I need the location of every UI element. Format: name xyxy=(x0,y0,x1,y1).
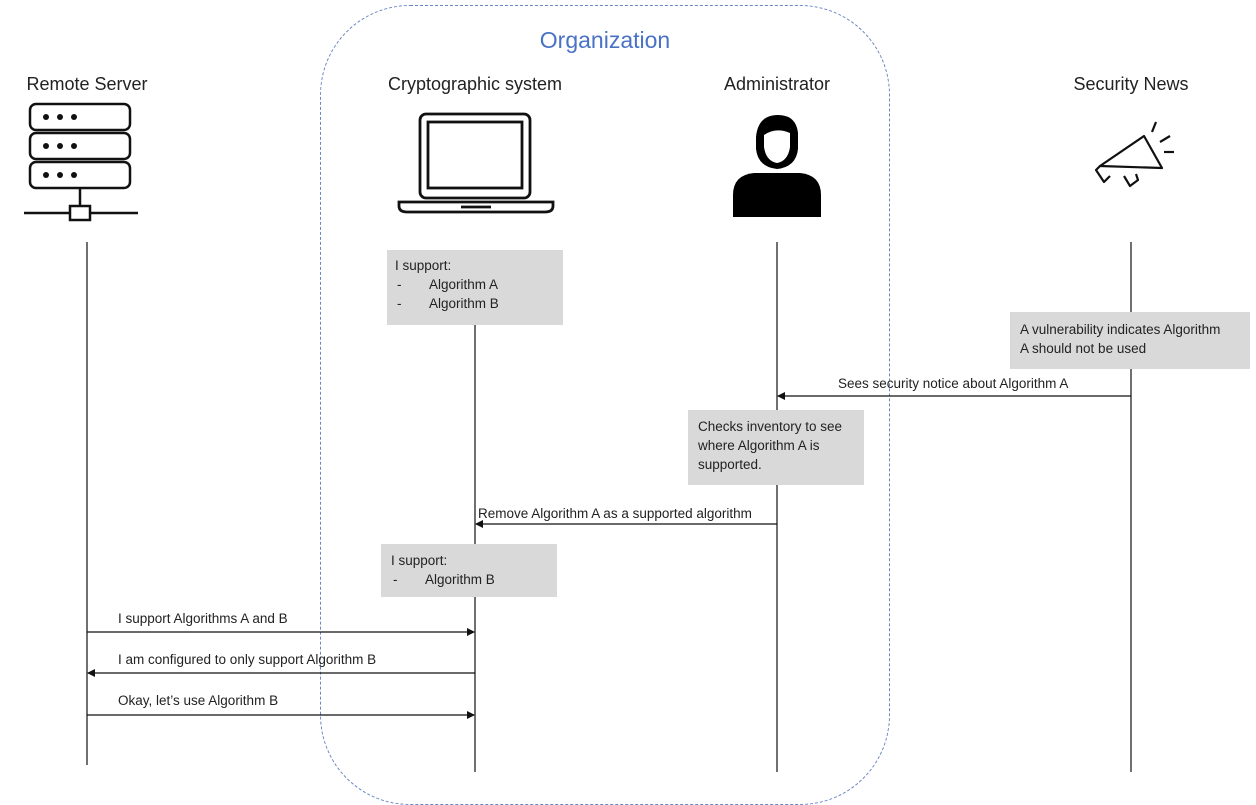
note-line: where Algorithm A is xyxy=(698,438,820,453)
note-line: A vulnerability indicates Algorithm xyxy=(1020,322,1221,337)
organization-label: Organization xyxy=(539,27,671,53)
megaphone-icon xyxy=(1094,121,1174,188)
server-icon xyxy=(24,102,138,222)
note-line: A should not be used xyxy=(1020,341,1147,356)
note-heading: I support: xyxy=(391,553,448,568)
list-item-algorithm-a: Algorithm A xyxy=(429,277,499,292)
list-item-algorithm-b: Algorithm B xyxy=(425,572,495,587)
note-heading: I support: xyxy=(395,258,452,273)
actor-crypto-system-label: Cryptographic system xyxy=(387,74,563,94)
actor-remote-server-label: Remote Server xyxy=(26,74,148,94)
message-use-b: Okay, let’s use Algorithm B xyxy=(118,693,279,708)
laptop-icon xyxy=(397,112,555,214)
note-line: supported. xyxy=(698,457,762,472)
actor-administrator-label: Administrator xyxy=(723,74,831,94)
sequence-lines xyxy=(86,242,1132,772)
message-security-notice: Sees security notice about Algorithm A xyxy=(838,376,1069,391)
list-dash: - xyxy=(393,572,398,587)
note-line: Checks inventory to see xyxy=(698,419,843,434)
message-server-supports: I support Algorithms A and B xyxy=(118,611,288,626)
list-dash: - xyxy=(397,277,402,292)
note-inventory-check: Checks inventory to see where Algorithm … xyxy=(688,410,864,485)
note-vulnerability: A vulnerability indicates Algorithm A sh… xyxy=(1010,312,1250,369)
message-configured-only-b: I am configured to only support Algorith… xyxy=(118,652,377,667)
message-remove-algorithm: Remove Algorithm A as a supported algori… xyxy=(478,506,752,521)
note-crypto-initial-support: I support: - Algorithm A - Algorithm B xyxy=(387,250,563,325)
actor-security-news-label: Security News xyxy=(1073,74,1189,94)
list-item-algorithm-b: Algorithm B xyxy=(429,296,499,311)
note-crypto-updated-support: I support: - Algorithm B xyxy=(381,544,557,597)
person-icon xyxy=(733,115,821,217)
list-dash: - xyxy=(397,296,402,311)
